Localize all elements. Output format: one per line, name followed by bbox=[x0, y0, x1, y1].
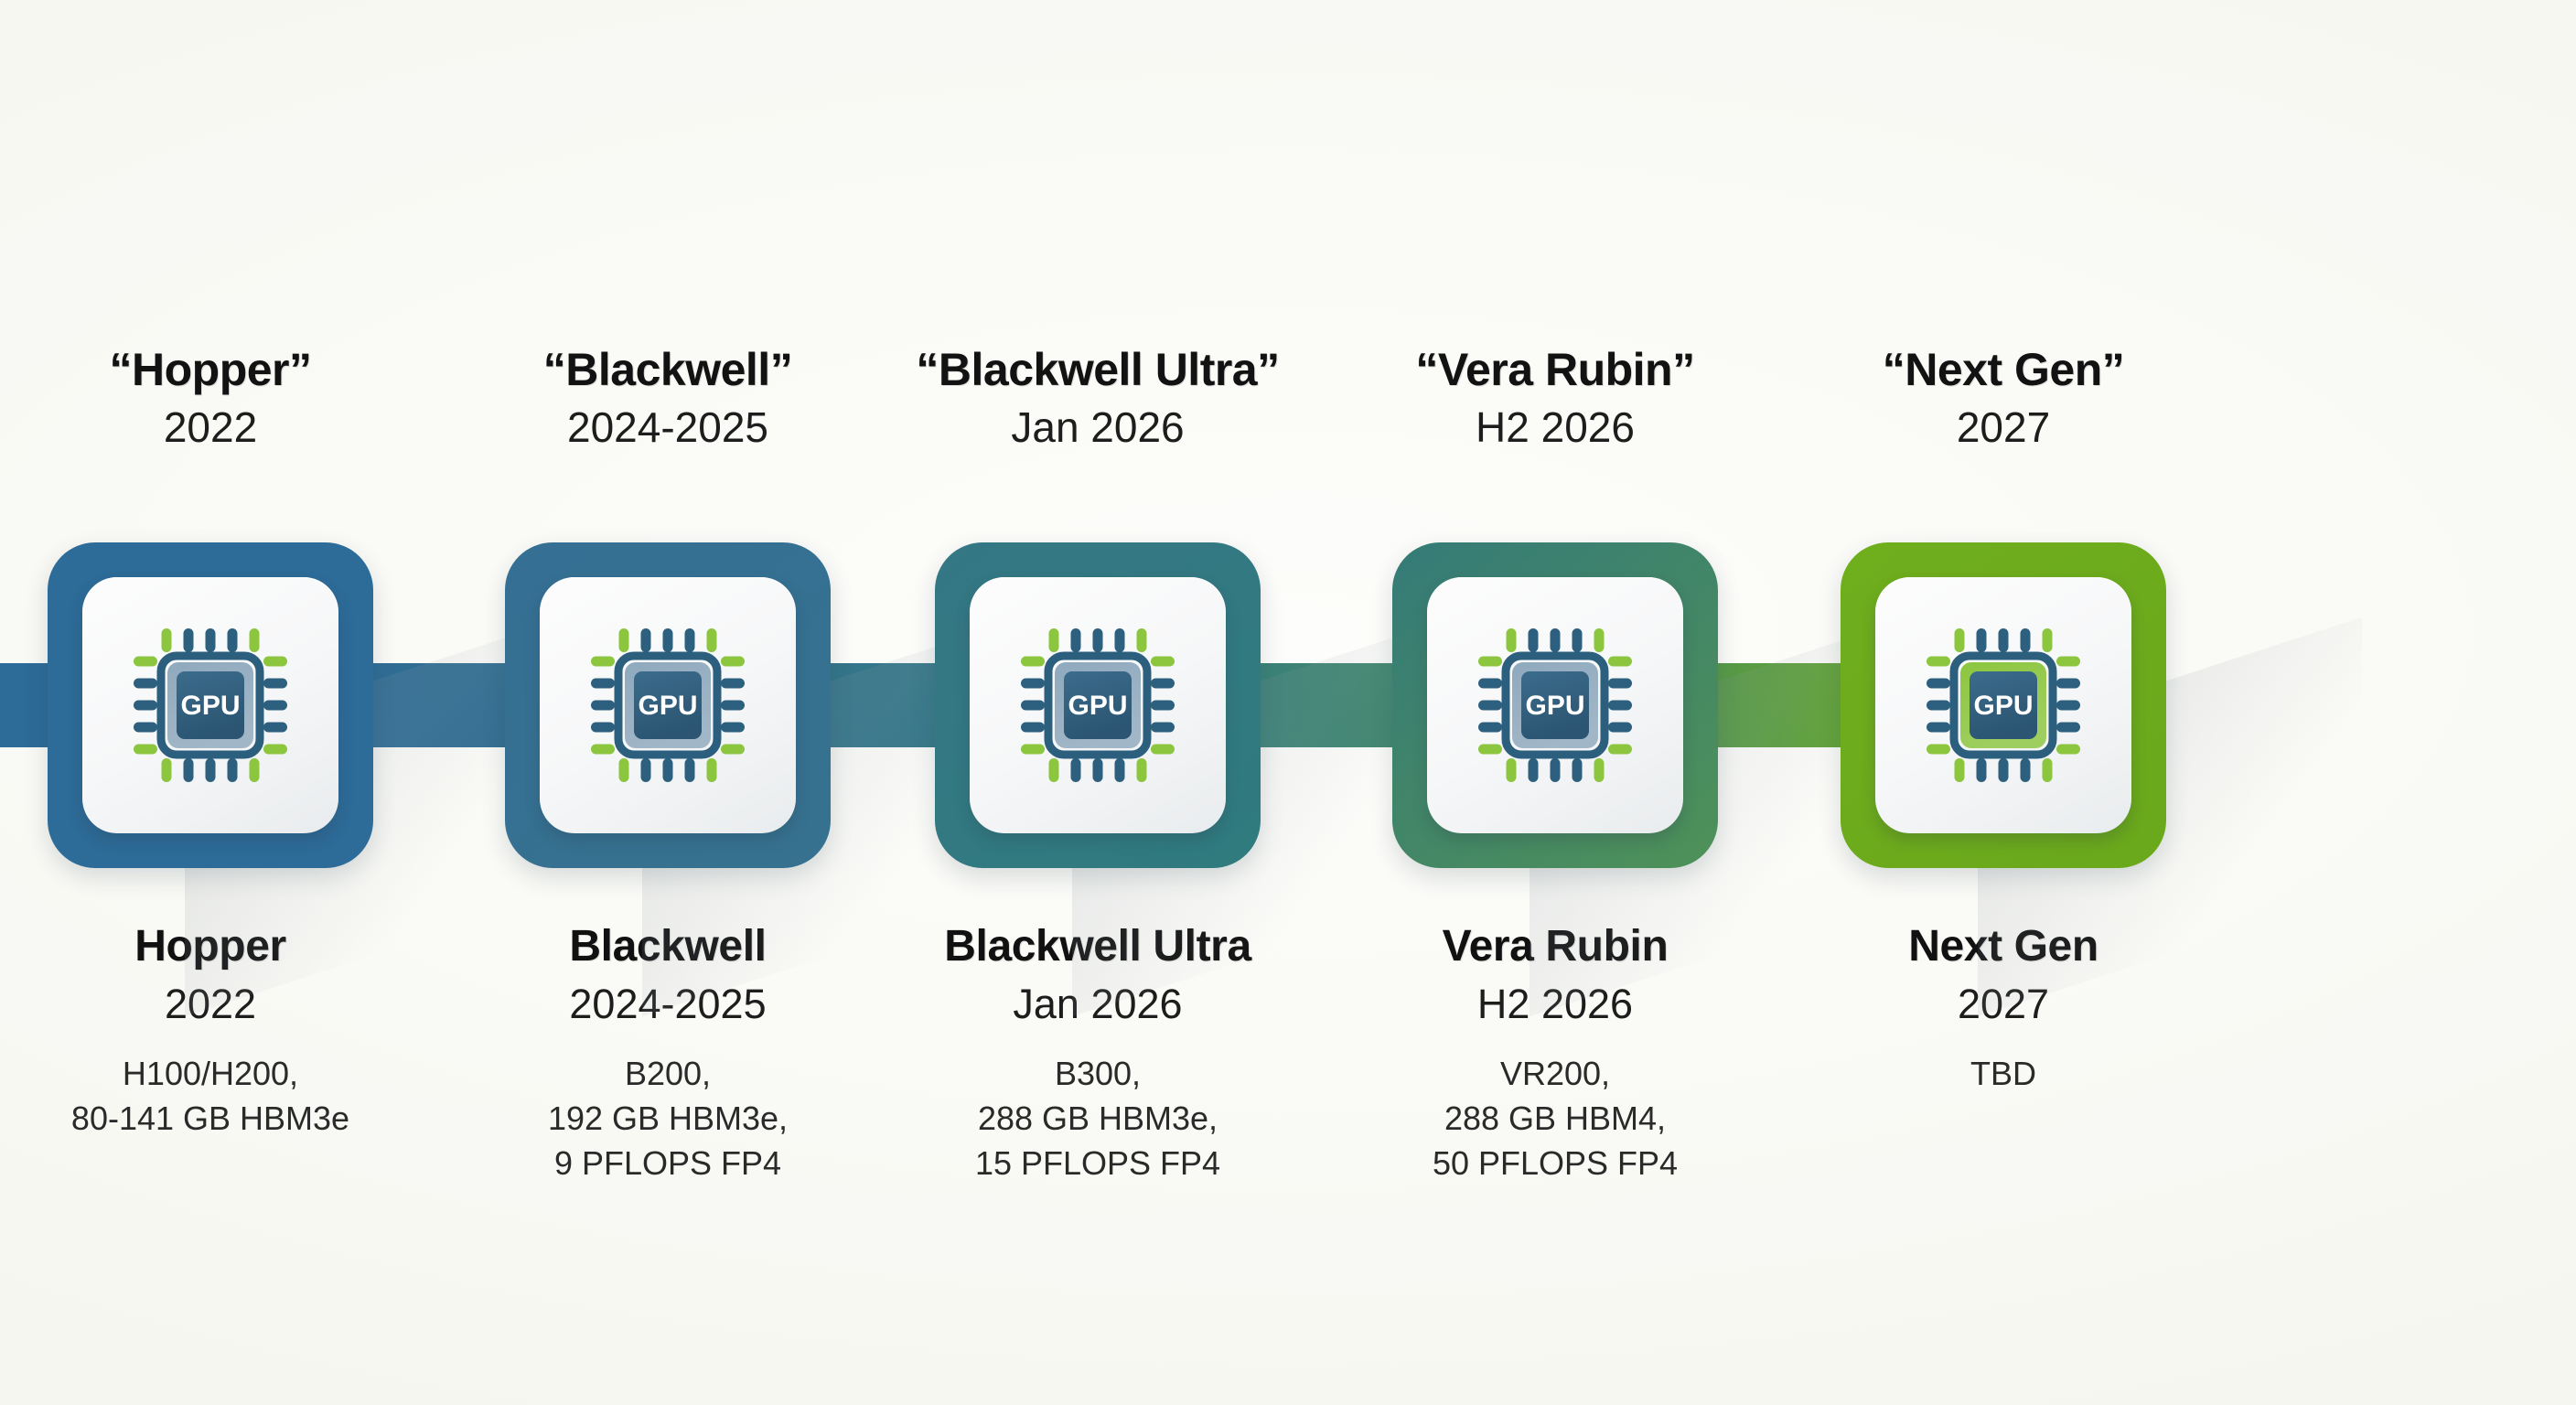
column-caption: Next Gen 2027 TBD bbox=[1766, 922, 2241, 1097]
caption-name: Blackwell Ultra bbox=[944, 922, 1251, 971]
svg-text:GPU: GPU bbox=[1525, 691, 1584, 721]
gpu-card-face: GPU bbox=[1427, 577, 1683, 833]
gpu-card-1[interactable]: GPU bbox=[48, 542, 373, 868]
caption-name: Hopper bbox=[134, 922, 286, 971]
header-codename: “Hopper” bbox=[109, 344, 313, 395]
caption-date: H2 2026 bbox=[1476, 981, 1634, 1028]
gpu-chip-icon: GPU bbox=[134, 628, 287, 782]
column-header: “Hopper” 2022 bbox=[0, 346, 448, 451]
column-header: “Vera Rubin” H2 2026 bbox=[1317, 346, 1793, 451]
column-header: “Blackwell” 2024-2025 bbox=[430, 346, 906, 451]
gpu-card-4[interactable]: GPU bbox=[1392, 542, 1718, 868]
caption-spec: H100/H200, 80-141 GB HBM3e bbox=[70, 1055, 350, 1138]
header-date: 2027 bbox=[1956, 402, 2051, 451]
gpu-card-2[interactable]: GPU bbox=[505, 542, 831, 868]
gpu-card-3[interactable]: GPU bbox=[935, 542, 1261, 868]
svg-text:GPU: GPU bbox=[638, 691, 697, 721]
caption-spec: B200, 192 GB HBM3e, 9 PFLOPS FP4 bbox=[547, 1055, 789, 1183]
caption-spec: TBD bbox=[1970, 1055, 2036, 1093]
caption-name: Vera Rubin bbox=[1442, 922, 1669, 971]
svg-text:GPU: GPU bbox=[1973, 691, 2033, 721]
header-date: 2024-2025 bbox=[567, 402, 768, 451]
caption-spec: VR200, 288 GB HBM4, 50 PFLOPS FP4 bbox=[1432, 1055, 1679, 1183]
caption-date: Jan 2026 bbox=[1013, 981, 1183, 1028]
gpu-chip-icon: GPU bbox=[591, 628, 745, 782]
column-caption: Blackwell 2024-2025 B200, 192 GB HBM3e, … bbox=[430, 922, 906, 1186]
header-date: Jan 2026 bbox=[1011, 402, 1185, 451]
header-codename: “Vera Rubin” bbox=[1415, 344, 1695, 395]
gpu-card-face: GPU bbox=[540, 577, 796, 833]
header-codename: “Blackwell” bbox=[542, 344, 793, 395]
column-caption: Hopper 2022 H100/H200, 80-141 GB HBM3e bbox=[0, 922, 448, 1142]
caption-spec: B300, 288 GB HBM3e, 15 PFLOPS FP4 bbox=[974, 1055, 1221, 1183]
gpu-card-face: GPU bbox=[970, 577, 1226, 833]
gpu-card-5[interactable]: GPU bbox=[1841, 542, 2166, 868]
svg-text:GPU: GPU bbox=[180, 691, 240, 721]
header-date: H2 2026 bbox=[1476, 402, 1635, 451]
gpu-chip-icon: GPU bbox=[1927, 628, 2080, 782]
column-header: “Blackwell Ultra” Jan 2026 bbox=[860, 346, 1336, 451]
column-header: “Next Gen” 2027 bbox=[1766, 346, 2241, 451]
caption-name: Blackwell bbox=[569, 922, 767, 971]
caption-date: 2027 bbox=[1957, 981, 2050, 1028]
header-codename: “Next Gen” bbox=[1882, 344, 2125, 395]
caption-date: 2024-2025 bbox=[569, 981, 767, 1028]
gpu-chip-icon: GPU bbox=[1021, 628, 1175, 782]
column-caption: Vera Rubin H2 2026 VR200, 288 GB HBM4, 5… bbox=[1317, 922, 1793, 1186]
header-codename: “Blackwell Ultra” bbox=[916, 344, 1280, 395]
svg-text:GPU: GPU bbox=[1068, 691, 1127, 721]
column-caption: Blackwell Ultra Jan 2026 B300, 288 GB HB… bbox=[860, 922, 1336, 1186]
gpu-card-face: GPU bbox=[1875, 577, 2131, 833]
gpu-card-face: GPU bbox=[82, 577, 338, 833]
header-date: 2022 bbox=[163, 402, 258, 451]
caption-date: 2022 bbox=[164, 981, 257, 1028]
arrow-flow-band bbox=[0, 585, 2576, 823]
gpu-chip-icon: GPU bbox=[1478, 628, 1632, 782]
caption-name: Next Gen bbox=[1908, 922, 2098, 971]
